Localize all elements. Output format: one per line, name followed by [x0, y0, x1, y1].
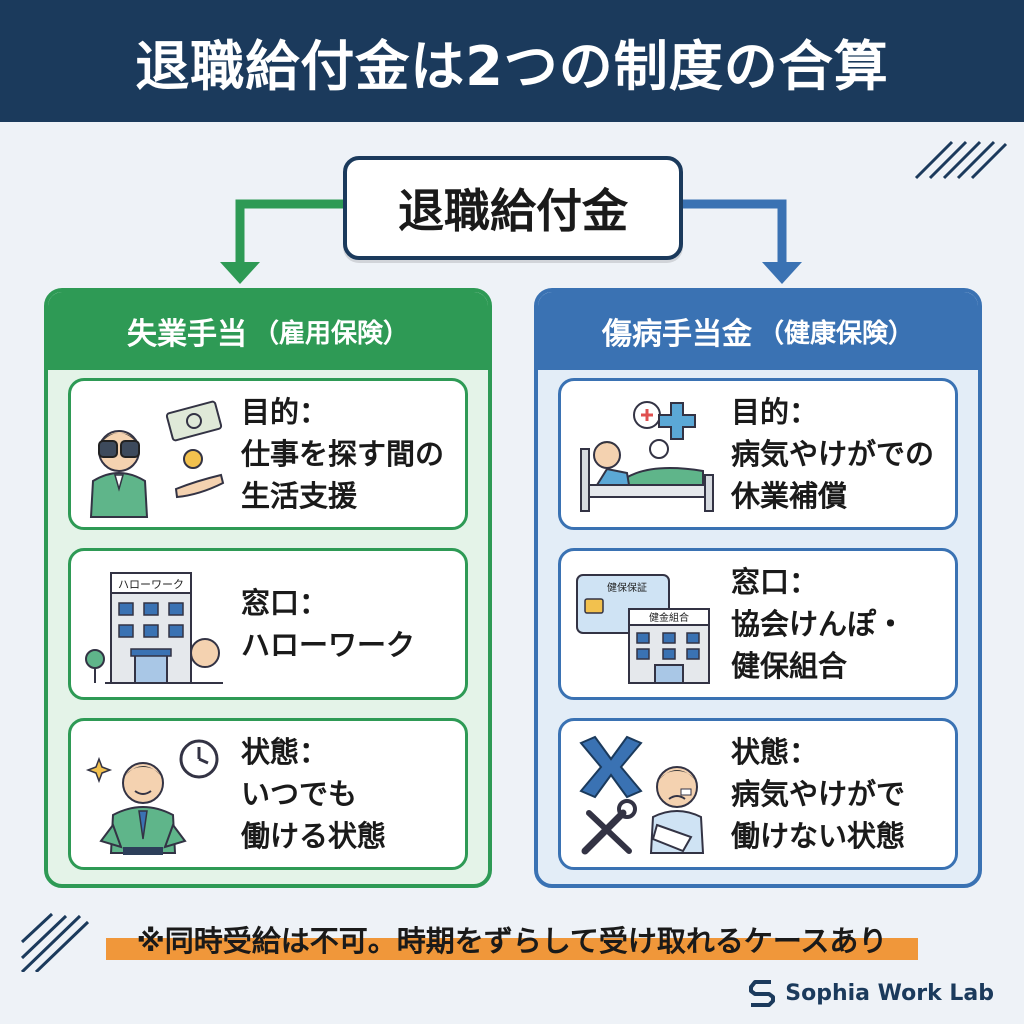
office-label: 窓口： — [731, 565, 819, 599]
footnote-text: ※同時受給は不可。時期をずらして受け取れるケースあり — [136, 924, 888, 958]
status-line-2: 働けない状態 — [731, 819, 906, 853]
root-label: 退職給付金 — [398, 184, 628, 238]
purpose-line-2: 休業補償 — [731, 479, 848, 513]
arrow-right — [683, 199, 787, 268]
arrowhead-right — [762, 262, 802, 284]
office-line-1: 協会けんぽ・ — [731, 607, 906, 641]
patient-in-bed-icon — [580, 401, 714, 512]
highlight-bar — [106, 938, 918, 960]
page-title: 退職給付金は2つの制度の合算 — [135, 34, 889, 98]
arrow-left — [235, 199, 343, 268]
injured-worker-tools-icon — [579, 735, 705, 855]
building-sign: 健金組合 — [649, 611, 689, 624]
status-line-2: 働ける状態 — [241, 819, 387, 853]
purpose-line-1: 仕事を探す間の — [241, 437, 445, 471]
panel-title-left: 失業手当 （雇用保険） — [48, 292, 488, 370]
insurance-card-building-icon: 健保保証 健金組合 — [576, 574, 710, 684]
office-line-2: 健保組合 — [731, 649, 848, 683]
arrowhead-left — [220, 262, 260, 284]
sickness-allowance-panel: 傷病手当金 （健康保険） 目的： 病気やけがでの 休業補償 — [534, 288, 982, 888]
brand-s-icon — [749, 980, 776, 1007]
purpose-card: 目的： 病気やけがでの 休業補償 — [558, 378, 958, 530]
panel-subtitle: （健康保険） — [757, 318, 914, 349]
root-node: 退職給付金 — [343, 156, 683, 260]
status-label: 状態： — [241, 735, 329, 769]
panel-title-text: 失業手当 — [126, 317, 247, 352]
panel-title-right: 傷病手当金 （健康保険） — [538, 292, 978, 370]
panel-title-text: 傷病手当金 — [601, 317, 752, 352]
status-card: 状態： 病気やけがで 働けない状態 — [558, 718, 958, 870]
purpose-label: 目的： — [241, 395, 329, 429]
purpose-line-1: 病気やけがでの — [731, 437, 935, 471]
status-line-1: いつでも — [241, 777, 358, 811]
office-card: ハローワーク 窓口： ハローワーク — [68, 548, 468, 700]
purpose-line-2: 生活支援 — [241, 479, 358, 513]
branch-arrows — [220, 199, 802, 284]
hatch-decoration-bottom-left — [20, 912, 90, 972]
status-line-1: 病気やけがで — [731, 777, 906, 811]
header-banner: 退職給付金は2つの制度の合算 — [0, 0, 1024, 122]
unemployment-benefit-panel: 失業手当 （雇用保険） 目的： 仕事を探す間の 生活支援 — [44, 288, 492, 888]
brand-logo: Sophia Work Lab — [747, 978, 994, 1008]
brand-name: Sophia Work Lab — [785, 980, 994, 1006]
status-label: 状態： — [731, 735, 819, 769]
card-label: 健保保証 — [607, 581, 647, 594]
office-card: 健保保証 健金組合 窓口： 協会けんぽ・ 健保組合 — [558, 548, 958, 700]
office-name: ハローワーク — [241, 628, 416, 662]
hatch-decoration-top-right — [914, 140, 1008, 180]
purpose-card: 目的： 仕事を探す間の 生活支援 — [68, 378, 468, 530]
purpose-label: 目的： — [731, 395, 819, 429]
footnote: ※同時受給は不可。時期をずらして受け取れるケースあり — [106, 916, 918, 962]
panel-subtitle: （雇用保険） — [252, 318, 409, 349]
office-label: 窓口： — [241, 586, 329, 620]
status-card: 状態： いつでも 働ける状態 — [68, 718, 468, 870]
job-seeker-binoculars-icon — [89, 400, 225, 518]
building-sign: ハローワーク — [118, 578, 184, 591]
hello-work-building-icon: ハローワーク — [85, 572, 223, 684]
ready-worker-clock-icon — [85, 739, 219, 855]
